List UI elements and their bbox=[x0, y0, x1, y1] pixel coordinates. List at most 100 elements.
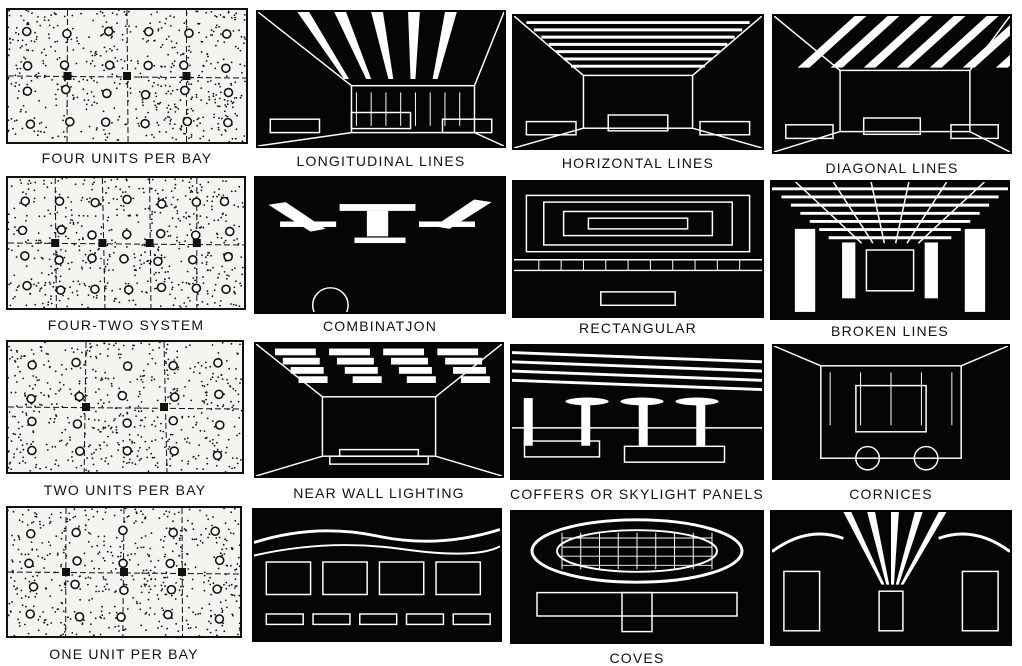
light-fixture bbox=[166, 559, 174, 567]
coffers-drawing bbox=[512, 346, 762, 478]
caption-cornices: CORNICES bbox=[772, 486, 1010, 502]
light-fixture bbox=[28, 361, 36, 369]
light-fixture bbox=[27, 530, 35, 538]
scene-coves-left bbox=[252, 508, 502, 642]
plan-caption-four-two: FOUR-TWO SYSTEM bbox=[2, 317, 250, 333]
light-fixture bbox=[119, 559, 127, 567]
light-fixture bbox=[124, 362, 132, 370]
scene-background bbox=[512, 512, 762, 642]
light-fixture bbox=[158, 200, 166, 208]
skylight-panel bbox=[620, 398, 663, 406]
broken-lines-drawing bbox=[772, 182, 1008, 318]
light-fixture bbox=[120, 586, 128, 594]
plan-four-units-per-bay bbox=[6, 8, 248, 144]
light-fixture bbox=[23, 87, 31, 95]
scene-cornices bbox=[772, 344, 1010, 480]
column-block bbox=[82, 403, 90, 411]
scene-combination bbox=[254, 176, 506, 314]
caption-broken-lines: BROKEN LINES bbox=[770, 323, 1010, 339]
cornices-drawing bbox=[774, 346, 1008, 478]
light-fixture bbox=[106, 61, 114, 69]
column-block bbox=[146, 239, 154, 247]
longitudinal-lines-drawing bbox=[258, 12, 504, 146]
caption-horizontal-lines: HORIZONTAL LINES bbox=[512, 155, 764, 171]
light-fixture bbox=[21, 252, 29, 260]
light-fixture bbox=[169, 417, 177, 425]
light-fixture bbox=[192, 198, 200, 206]
light-fixture bbox=[102, 118, 110, 126]
light-fixture bbox=[120, 255, 128, 263]
combination-drawing bbox=[256, 178, 504, 312]
light-fixture bbox=[213, 451, 221, 459]
light-fixture bbox=[224, 119, 232, 127]
light-fixture bbox=[25, 559, 33, 567]
light-fixture bbox=[220, 198, 228, 206]
scene-coffers-skylight-panels bbox=[510, 344, 764, 480]
light-fixture bbox=[211, 527, 219, 535]
light-fixture bbox=[123, 447, 131, 455]
light-fixture bbox=[145, 28, 153, 36]
column-block bbox=[98, 239, 106, 247]
light-fixture bbox=[73, 557, 81, 565]
plan-four-two-system bbox=[6, 176, 246, 310]
plan-drawing bbox=[8, 508, 240, 636]
light-fixture bbox=[223, 30, 231, 38]
light-fixture bbox=[57, 226, 65, 234]
light-fixture bbox=[216, 421, 224, 429]
light-fixture bbox=[28, 417, 36, 425]
scene-longitudinal-lines bbox=[256, 10, 506, 148]
light-fixture bbox=[157, 230, 165, 238]
light-fixture bbox=[171, 393, 179, 401]
column-block bbox=[51, 239, 59, 247]
caption-near-wall-lighting: NEAR WALL LIGHTING bbox=[254, 485, 504, 501]
light-fixture bbox=[123, 419, 131, 427]
light-fixture bbox=[214, 359, 222, 367]
light-fixture bbox=[222, 64, 230, 72]
light-fixture bbox=[72, 358, 80, 366]
light-fixture bbox=[57, 286, 65, 294]
light-fixture bbox=[185, 29, 193, 37]
light-fixture bbox=[27, 395, 35, 403]
light-fixture bbox=[123, 230, 131, 238]
scene-background bbox=[254, 510, 500, 640]
plan-drawing bbox=[8, 342, 242, 472]
light-fixture bbox=[56, 197, 64, 205]
light-fixture bbox=[144, 61, 152, 69]
coves-left-drawing bbox=[254, 510, 500, 640]
light-fixture bbox=[142, 91, 150, 99]
diagonal-lines-drawing bbox=[774, 16, 1010, 152]
light-fixture bbox=[26, 610, 34, 618]
scene-coves-center bbox=[510, 510, 764, 644]
light-fixture bbox=[180, 61, 188, 69]
plan-caption-two-units: TWO UNITS PER BAY bbox=[2, 482, 248, 498]
light-fixture bbox=[66, 118, 74, 126]
light-fixture bbox=[192, 284, 200, 292]
light-fixture bbox=[169, 529, 177, 537]
plan-caption-four-units: FOUR UNITS PER BAY bbox=[2, 150, 252, 166]
light-fixture bbox=[75, 392, 83, 400]
light-fixture bbox=[61, 61, 69, 69]
column-block bbox=[120, 568, 128, 576]
light-fixture bbox=[170, 447, 178, 455]
column-block bbox=[160, 403, 168, 411]
plan-drawing bbox=[8, 10, 246, 142]
light-fixture bbox=[91, 285, 99, 293]
column-block bbox=[123, 72, 131, 80]
light-fixture bbox=[105, 27, 113, 35]
light-fixture bbox=[19, 226, 27, 234]
light-fixture bbox=[181, 86, 189, 94]
plan-two-units-per-bay bbox=[6, 340, 244, 474]
light-fixture bbox=[62, 85, 70, 93]
light-fixture bbox=[164, 611, 172, 619]
light-fixture bbox=[192, 231, 200, 239]
light-fixture bbox=[154, 257, 162, 265]
light-fixture bbox=[213, 585, 221, 593]
caption-coffers-skylight-panels: COFFERS OR SKYLIGHT PANELS bbox=[504, 486, 770, 502]
light-fixture bbox=[216, 556, 224, 564]
caption-coves: COVES bbox=[512, 650, 762, 666]
light-fixture bbox=[63, 30, 71, 38]
light-fixture bbox=[125, 286, 133, 294]
near-wall-lighting-drawing bbox=[256, 344, 502, 476]
light-fixture bbox=[169, 362, 177, 370]
light-fixture bbox=[158, 283, 166, 291]
